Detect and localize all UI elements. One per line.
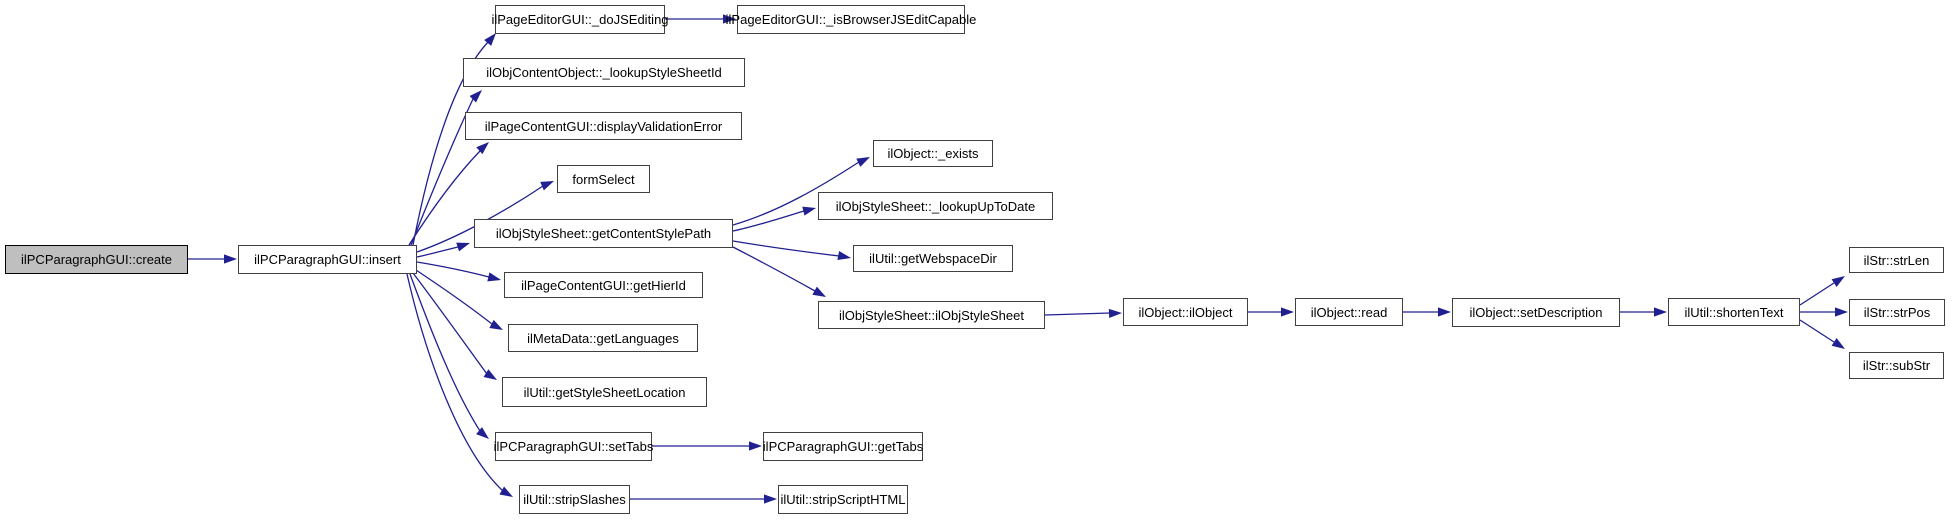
edge-insert-getContentStylePath: [416, 246, 459, 258]
node-label-getHierId: ilPageContentGUI::getHierId: [521, 277, 686, 293]
arrowhead-create-insert: [224, 254, 237, 264]
arrowhead-insert-displayValidationError: [476, 142, 489, 155]
node-label-insert: ilPCParagraphGUI::insert: [254, 252, 401, 267]
arrowhead-getContentStylePath-lookupUpToDate: [802, 206, 816, 216]
arrowhead-stripSlashes-stripScriptHTML: [764, 494, 777, 504]
edge-insert-displayValidationError: [408, 150, 481, 246]
node-setDescription[interactable]: ilObject::setDescription: [1452, 298, 1620, 327]
node-label-strLen: ilStr::strLen: [1863, 252, 1930, 268]
node-read[interactable]: ilObject::read: [1295, 298, 1403, 326]
node-label-getContentStylePath: ilObjStyleSheet::getContentStylePath: [495, 226, 712, 241]
node-label-lookupStyleSheetId: ilObjContentObject::_lookupStyleSheetId: [486, 65, 722, 80]
node-getHierId[interactable]: ilPageContentGUI::getHierId: [504, 272, 703, 298]
node-label-setDescription: ilObject::setDescription: [1469, 305, 1603, 320]
arrowhead-ctor-ilObject: [1108, 308, 1122, 319]
node-exists[interactable]: ilObject::_exists: [873, 140, 993, 167]
node-setTabs[interactable]: ilPCParagraphGUI::setTabs: [494, 432, 653, 461]
node-label-getTabs: ilPCParagraphGUI::getTabs: [762, 439, 924, 454]
node-lookupStyleSheetId[interactable]: ilObjContentObject::_lookupStyleSheetId: [463, 58, 745, 87]
arrowhead-getContentStylePath-exists: [856, 157, 870, 167]
arrowhead-insert-lookupStyleSheetId: [469, 90, 482, 103]
edge-insert-setTabs: [409, 273, 481, 432]
node-label-getWebspaceDir: ilUtil::getWebspaceDir: [869, 251, 997, 266]
node-getStyleSheetLocation[interactable]: ilUtil::getStyleSheetLocation: [502, 377, 707, 407]
arrowhead-insert-getContentStylePath: [456, 242, 470, 252]
edge-insert-stripSlashes: [406, 273, 504, 492]
arrowhead-getContentStylePath-getWebspaceDir: [837, 251, 851, 261]
node-ilObject[interactable]: ilObject::ilObject: [1123, 298, 1248, 326]
edge-getContentStylePath-lookupUpToDate: [732, 210, 805, 232]
arrowhead-setDescription-shortenText: [1654, 307, 1667, 317]
arrowhead-insert-setTabs: [476, 427, 489, 439]
edge-insert-lookupStyleSheetId: [410, 98, 474, 246]
node-label-formSelect: formSelect: [572, 171, 635, 187]
node-label-shortenText: ilUtil::shortenText: [1684, 304, 1784, 320]
node-label-lookupUpToDate: ilObjStyleSheet::_lookupUpToDate: [835, 198, 1036, 214]
node-stripScriptHTML[interactable]: ilUtil::stripScriptHTML: [778, 485, 908, 514]
arrowhead-insert-formSelect: [540, 181, 554, 191]
node-shortenText[interactable]: ilUtil::shortenText: [1668, 298, 1800, 326]
edge-insert-getStyleSheetLocation: [412, 272, 488, 375]
node-label-stripScriptHTML: ilUtil::stripScriptHTML: [780, 492, 906, 507]
node-getContentStylePath[interactable]: ilObjStyleSheet::getContentStylePath: [474, 219, 733, 248]
node-getTabs[interactable]: ilPCParagraphGUI::getTabs: [763, 432, 923, 461]
node-strLen[interactable]: ilStr::strLen: [1849, 247, 1944, 273]
node-subStr[interactable]: ilStr::subStr: [1849, 352, 1944, 379]
node-ctor[interactable]: ilObjStyleSheet::ilObjStyleSheet: [818, 301, 1045, 329]
node-label-create: ilPCParagraphGUI::create: [20, 252, 172, 267]
node-getLanguages[interactable]: ilMetaData::getLanguages: [508, 324, 698, 352]
arrowhead-shortenText-strLen: [1831, 276, 1845, 287]
node-stripSlashes[interactable]: ilUtil::stripSlashes: [519, 485, 630, 514]
node-strPos[interactable]: ilStr::strPos: [1849, 299, 1945, 326]
node-label-ctor: ilObjStyleSheet::ilObjStyleSheet: [839, 307, 1024, 323]
edge-shortenText-subStr: [1799, 319, 1835, 343]
arrowhead-shortenText-subStr: [1831, 338, 1845, 349]
node-label-getStyleSheetLocation: ilUtil::getStyleSheetLocation: [523, 384, 686, 400]
node-lookupUpToDate[interactable]: ilObjStyleSheet::_lookupUpToDate: [818, 192, 1053, 220]
node-label-setTabs: ilPCParagraphGUI::setTabs: [493, 439, 654, 454]
arrowhead-ilObject-read: [1281, 307, 1294, 317]
arrowhead-insert-doJSEditing: [484, 33, 496, 46]
arrowhead-insert-getLanguages: [489, 319, 503, 330]
edge-insert-getLanguages: [415, 269, 493, 325]
node-label-read: ilObject::read: [1310, 304, 1388, 320]
edge-ctor-ilObject: [1044, 312, 1111, 316]
node-doJSEditing[interactable]: ilPageEditorGUI::_doJSEditing: [491, 5, 669, 34]
arrowhead-insert-getStyleSheetLocation: [483, 369, 497, 380]
edge-getContentStylePath-ctor: [732, 246, 816, 292]
node-label-subStr: ilStr::subStr: [1862, 358, 1931, 373]
arrowhead-getContentStylePath-ctor: [812, 286, 826, 297]
node-label-getLanguages: ilMetaData::getLanguages: [527, 330, 679, 346]
node-insert[interactable]: ilPCParagraphGUI::insert: [238, 245, 417, 274]
node-getWebspaceDir[interactable]: ilUtil::getWebspaceDir: [853, 245, 1013, 272]
node-formSelect[interactable]: formSelect: [557, 165, 650, 193]
node-create: ilPCParagraphGUI::create: [5, 245, 188, 274]
node-label-exists: ilObject::_exists: [887, 146, 979, 161]
node-label-stripSlashes: ilUtil::stripSlashes: [523, 492, 626, 507]
edge-shortenText-strLen: [1799, 282, 1835, 306]
node-isBrowserJSEditCapable[interactable]: ilPageEditorGUI::_isBrowserJSEditCapable: [726, 5, 976, 34]
node-label-strPos: ilStr::strPos: [1863, 305, 1931, 320]
arrowhead-read-setDescription: [1438, 307, 1451, 317]
edge-insert-getHierId: [416, 261, 490, 278]
arrowhead-insert-getHierId: [487, 272, 501, 282]
node-label-ilObject: ilObject::ilObject: [1138, 304, 1233, 320]
node-label-doJSEditing: ilPageEditorGUI::_doJSEditing: [491, 12, 669, 27]
node-displayValidationError[interactable]: ilPageContentGUI::displayValidationError: [465, 112, 742, 140]
arrowhead-shortenText-strPos: [1835, 307, 1848, 317]
edge-getContentStylePath-getWebspaceDir: [732, 240, 840, 257]
arrowhead-insert-stripSlashes: [499, 486, 513, 497]
node-label-displayValidationError: ilPageContentGUI::displayValidationError: [484, 118, 723, 134]
node-label-isBrowserJSEditCapable: ilPageEditorGUI::_isBrowserJSEditCapable: [725, 12, 977, 27]
